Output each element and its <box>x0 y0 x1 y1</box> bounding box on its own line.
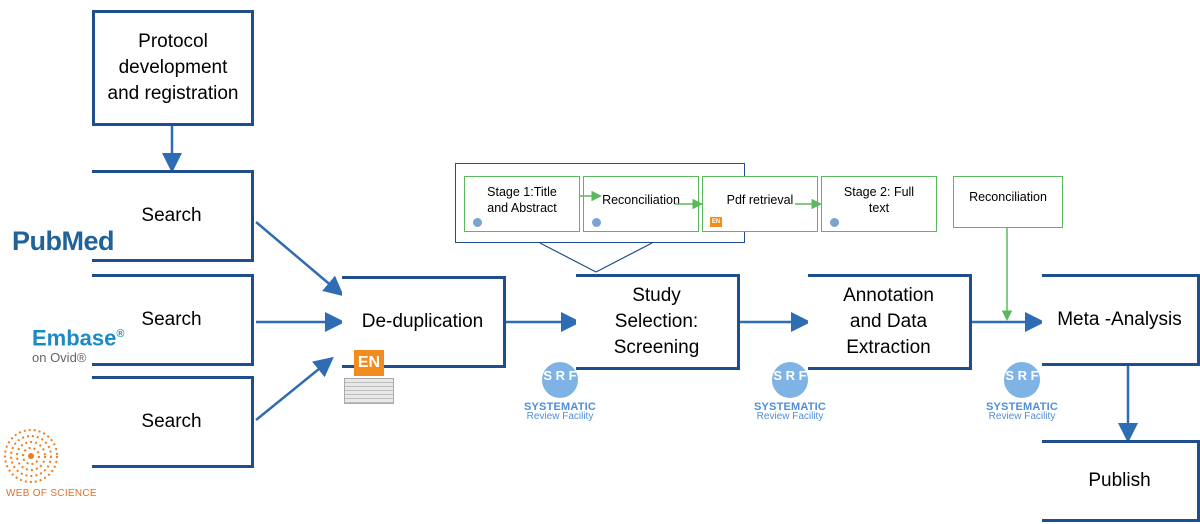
annotation-box: Annotation and Data Extraction <box>808 274 972 370</box>
protocol-box: Protocol development and registration <box>92 10 254 126</box>
embase-registered-mark: ® <box>116 328 125 340</box>
callout-left <box>539 242 597 273</box>
publish-label: Publish <box>1088 470 1151 491</box>
search-label: Search <box>141 205 202 226</box>
pubmed-logo: PubMed <box>12 226 115 257</box>
embase-ovid-text: on Ovid® <box>32 350 87 366</box>
web-of-science-emblem <box>4 429 58 483</box>
pdf-retrieval-label: Pdf retrieval <box>726 193 794 207</box>
search-box-embase: Search <box>92 274 254 366</box>
arrow-search3-to-dedup <box>255 356 334 421</box>
stage1-label: Stage 1:Title and Abstract <box>487 185 557 215</box>
endnote-badge: EN <box>354 350 384 376</box>
srf-logo-annotation: S R F SYSTEMATIC Review Facility <box>740 362 840 422</box>
arrow-search1-to-dedup <box>255 221 344 297</box>
endnote-mini-icon: EN <box>710 217 722 227</box>
search-box-pubmed: Search <box>92 170 254 262</box>
meta-reconciliation-label: Reconciliation <box>969 190 1047 204</box>
srf-mini-logo <box>473 218 482 227</box>
endnote-icon: EN <box>344 350 394 406</box>
web-of-science-logo: WEB OF SCIENCE <box>4 426 116 499</box>
srf-logo-emblem: S R F <box>542 362 578 398</box>
meta-analysis-box: Meta -Analysis <box>1042 274 1200 366</box>
stage2-box: Stage 2: Full text <box>821 176 937 232</box>
pubmed-logo-text: PubMed <box>12 226 115 256</box>
srf-logo-emblem: S R F <box>772 362 808 398</box>
embase-logo: Embase® on Ovid® <box>32 322 125 366</box>
srf-logo-study: S R F SYSTEMATIC Review Facility <box>510 362 610 422</box>
srf-logo-meta: S R F SYSTEMATIC Review Facility <box>972 362 1072 422</box>
publish-box: Publish <box>1042 440 1200 522</box>
protocol-label: Protocol development and registration <box>107 31 239 104</box>
study-selection-label: Study Selection: Screening <box>613 285 700 358</box>
srf-logo-emblem: S R F <box>1004 362 1040 398</box>
web-of-science-text: WEB OF SCIENCE <box>6 488 97 499</box>
meta-analysis-label: Meta -Analysis <box>1057 309 1182 330</box>
stage1-box: Stage 1:Title and Abstract <box>464 176 580 232</box>
pdf-retrieval-box: Pdf retrieval EN <box>702 176 818 232</box>
stage2-label: Stage 2: Full text <box>843 185 915 215</box>
search-label: Search <box>141 411 202 432</box>
reconciliation-label: Reconciliation <box>602 193 680 207</box>
annotation-label: Annotation and Data Extraction <box>843 285 934 358</box>
search-box-wos: Search <box>92 376 254 468</box>
search-label: Search <box>141 309 202 330</box>
srf-mini-logo <box>830 218 839 227</box>
embase-logo-text: Embase <box>32 325 117 351</box>
reconciliation-box: Reconciliation <box>583 176 699 232</box>
study-selection-box: Study Selection: Screening <box>576 274 740 370</box>
dedup-label: De-duplication <box>361 311 484 332</box>
meta-reconciliation-box: Reconciliation <box>953 176 1063 228</box>
endnote-pages <box>344 378 394 404</box>
srf-mini-logo <box>592 218 601 227</box>
callout-right <box>595 242 653 273</box>
